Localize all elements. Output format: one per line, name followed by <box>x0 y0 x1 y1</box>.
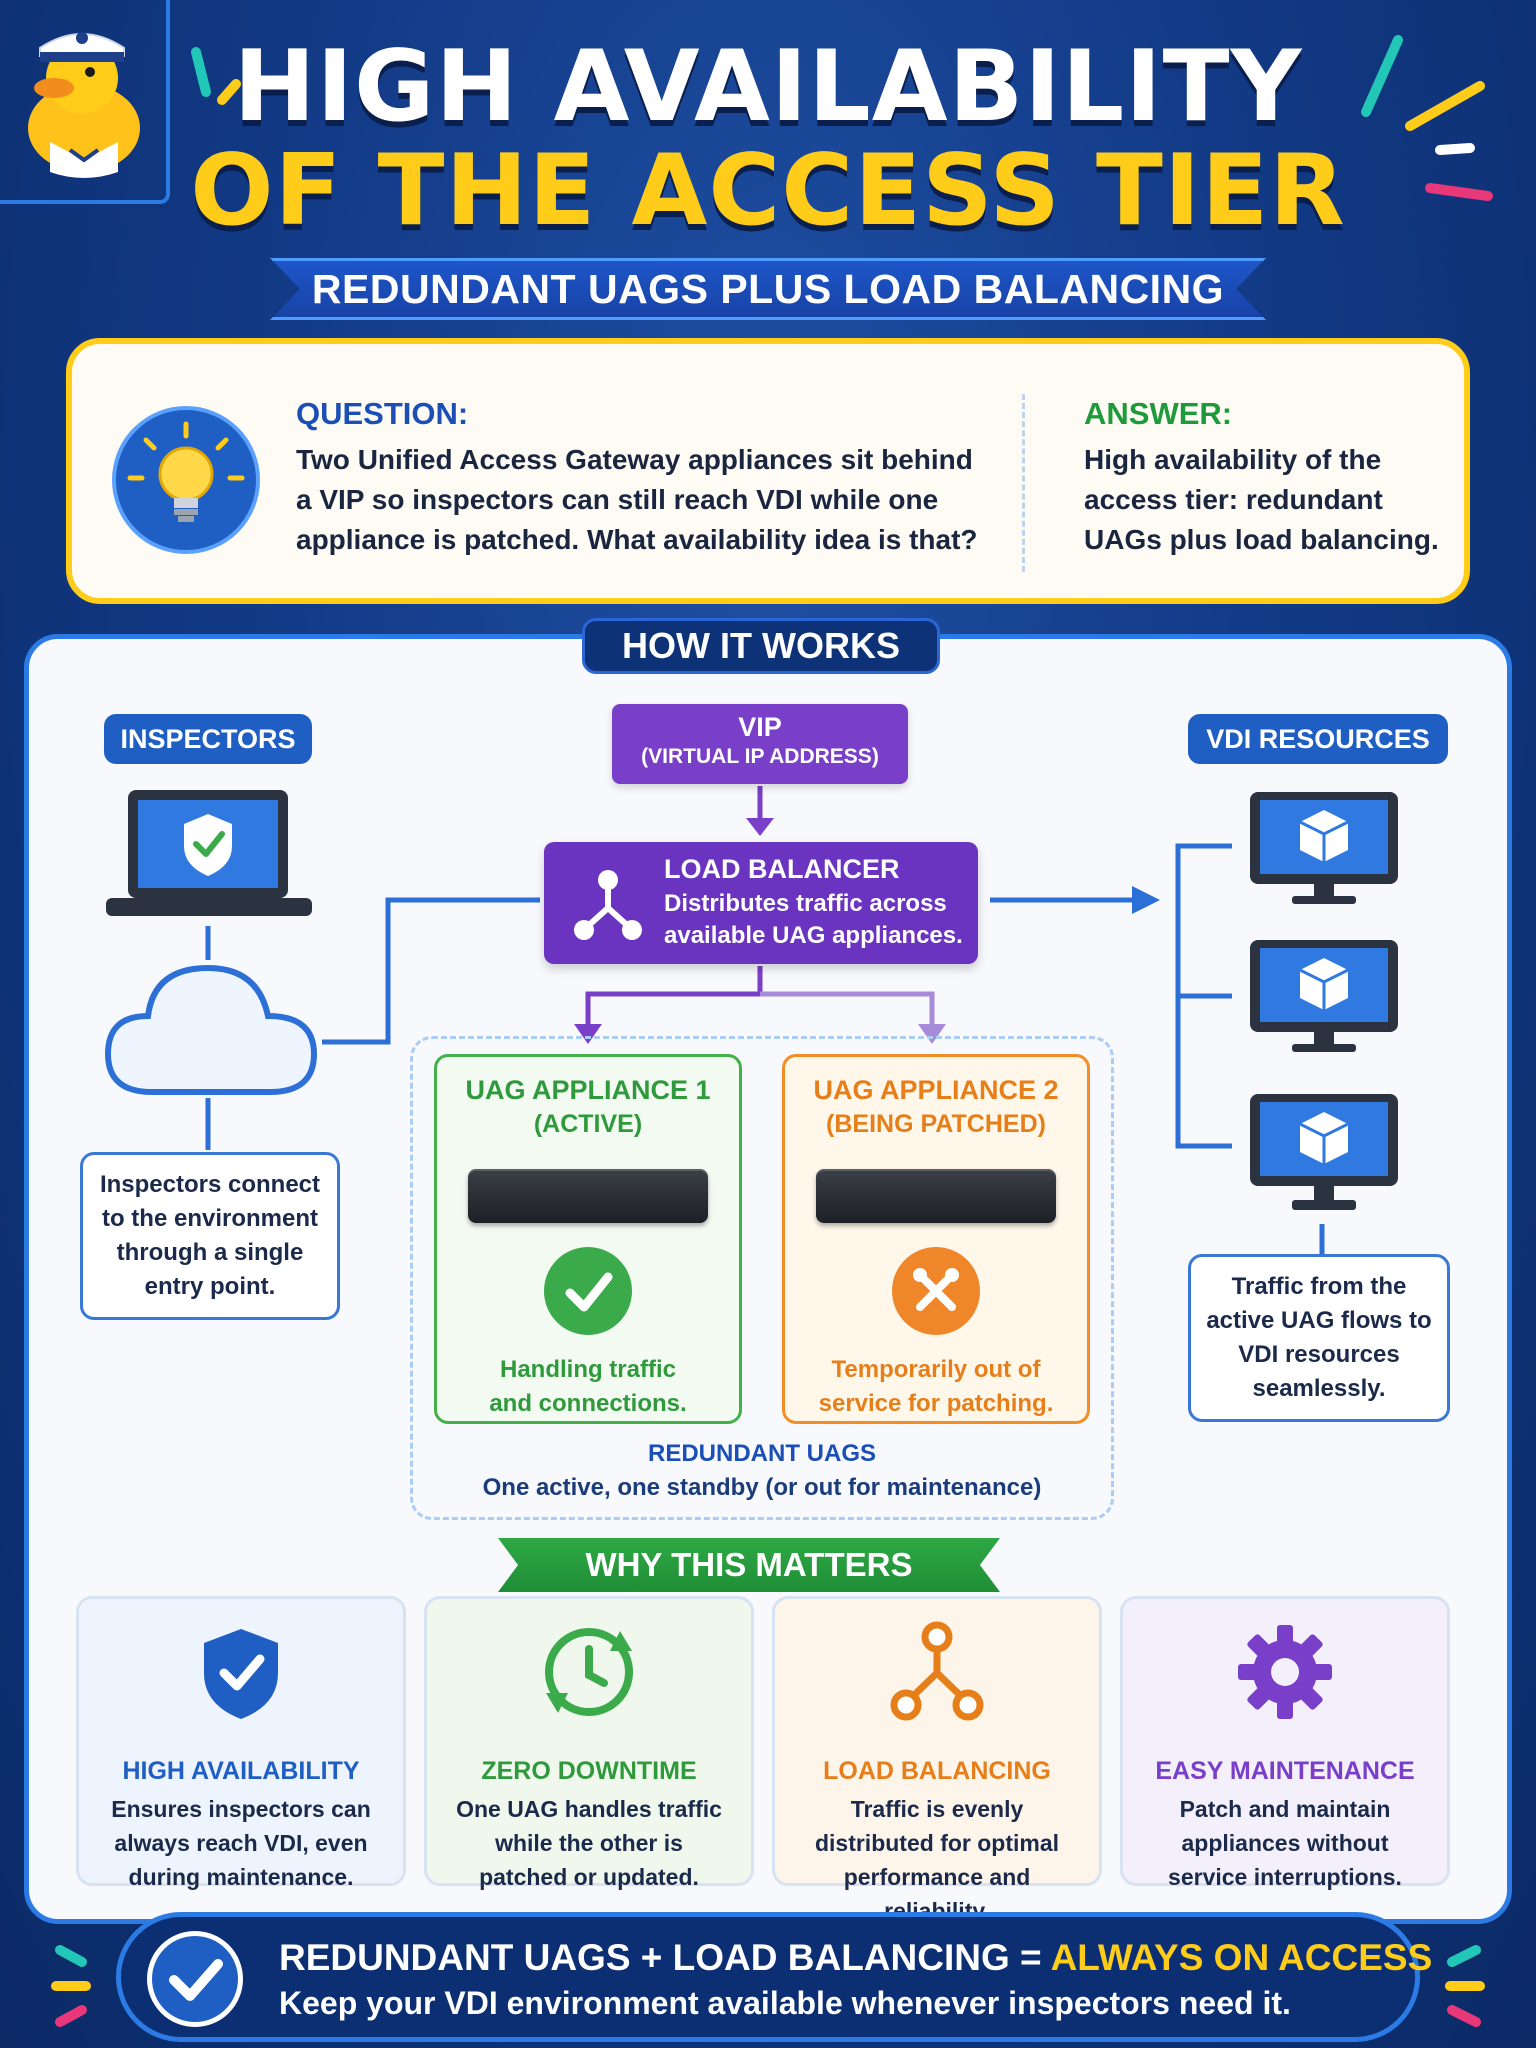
uag1-state: (ACTIVE) <box>533 1110 643 1138</box>
laptop-shield-icon <box>106 790 312 916</box>
redundant-uags-group <box>410 1036 1114 1520</box>
uag2-desc: Temporarily out of service for patching. <box>818 1356 1054 1417</box>
uag-appliance-1-card: UAG APPLIANCE 1 (ACTIVE) Handling traffi… <box>434 1054 742 1424</box>
benefit-card-high-availability: HIGH AVAILABILITY Ensures inspectors can… <box>76 1596 406 1890</box>
appliance-device-icon <box>468 1169 708 1223</box>
tools-wrench-icon <box>892 1247 980 1335</box>
benefit-title: LOAD BALANCING <box>823 1757 1051 1785</box>
qa-divider <box>1022 394 1025 572</box>
benefit-desc: Ensures inspectors can always reach VDI,… <box>111 1796 371 1890</box>
inspectors-label: INSPECTORS <box>104 714 312 764</box>
uag2-title: UAG APPLIANCE 2 <box>813 1075 1059 1105</box>
footer-banner: REDUNDANT UAGS + LOAD BALANCING = ALWAYS… <box>116 1912 1432 2042</box>
benefit-title: HIGH AVAILABILITY <box>122 1757 360 1785</box>
question-label: QUESTION: <box>296 396 469 431</box>
uag2-state: (BEING PATCHED) <box>826 1110 1046 1138</box>
answer-text: High availability of the access tier: re… <box>1084 444 1439 555</box>
benefit-title: EASY MAINTENANCE <box>1155 1757 1415 1785</box>
footer-headline: REDUNDANT UAGS + LOAD BALANCING = ALWAYS… <box>279 1937 1432 1979</box>
network-nodes-icon <box>574 870 642 940</box>
network-nodes-icon <box>890 1621 984 1721</box>
why-this-matters-banner: WHY THIS MATTERS <box>498 1538 1000 1592</box>
load-balancer-box: LOAD BALANCER Distributes traffic across… <box>544 842 978 964</box>
page-title-line2: OF THE ACCESS TIER <box>190 134 1346 248</box>
redundant-uags-subtitle: One active, one standby (or out for main… <box>482 1474 1042 1501</box>
vip-box: VIP (VIRTUAL IP ADDRESS) <box>612 704 908 784</box>
check-circle-icon <box>147 1931 243 2027</box>
check-circle-icon <box>544 1247 632 1335</box>
footer-headline-highlight: ALWAYS ON ACCESS <box>1050 1937 1433 1978</box>
load-balancer-desc: Distributes traffic across available UAG… <box>664 890 963 949</box>
uag-appliance-2-card: UAG APPLIANCE 2 (BEING PATCHED) Temporar… <box>782 1054 1090 1424</box>
shield-check-icon <box>204 1629 278 1719</box>
uag1-title: UAG APPLIANCE 1 <box>465 1075 711 1105</box>
benefit-desc: Traffic is evenly distributed for optima… <box>814 1796 1060 1924</box>
cloud-icon <box>104 964 318 1095</box>
vdi-monitor-icon <box>1250 940 1398 1052</box>
vdi-note: Traffic from the active UAG flows to VDI… <box>1188 1254 1450 1422</box>
question-text: Two Unified Access Gateway appliances si… <box>296 444 978 555</box>
vdi-monitor-icon <box>1250 792 1398 904</box>
inspectors-note: Inspectors connect to the environment th… <box>80 1152 340 1320</box>
lightbulb-icon <box>112 406 260 554</box>
sailor-duck-icon <box>28 32 140 178</box>
benefit-card-zero-downtime: ZERO DOWNTIME One UAG handles traffic wh… <box>424 1596 754 1890</box>
subtitle-ribbon: REDUNDANT UAGS PLUS LOAD BALANCING <box>270 258 1266 320</box>
clock-refresh-icon <box>545 1628 633 1716</box>
answer-label: ANSWER: <box>1084 396 1233 431</box>
redundant-uags-title: REDUNDANT UAGS <box>648 1440 876 1467</box>
footer-headline-prefix: REDUNDANT UAGS + LOAD BALANCING = <box>279 1937 1042 1978</box>
how-it-works-tab: HOW IT WORKS <box>582 618 940 674</box>
page-title-line1: HIGH AVAILABILITY <box>233 30 1303 144</box>
vip-subtitle: (VIRTUAL IP ADDRESS) <box>641 745 879 768</box>
benefit-desc: Patch and maintain appliances without se… <box>1168 1796 1402 1890</box>
gear-icon <box>1238 1625 1332 1719</box>
vdi-resources-label: VDI RESOURCES <box>1188 714 1448 764</box>
footer-tagline: Keep your VDI environment available when… <box>279 1985 1291 2021</box>
vdi-monitor-icon <box>1250 1094 1398 1210</box>
benefit-card-load-balancing: LOAD BALANCING Traffic is evenly distrib… <box>772 1596 1102 1924</box>
question-answer-card: QUESTION: Two Unified Access Gateway app… <box>66 338 1470 604</box>
appliance-device-icon <box>816 1169 1056 1223</box>
benefit-card-easy-maintenance: EASY MAINTENANCE Patch and maintain appl… <box>1120 1596 1450 1890</box>
benefit-title: ZERO DOWNTIME <box>481 1757 697 1785</box>
vip-title: VIP <box>738 712 782 742</box>
benefit-desc: One UAG handles traffic while the other … <box>456 1796 722 1890</box>
uag1-desc: Handling traffic and connections. <box>489 1356 687 1417</box>
load-balancer-title: LOAD BALANCER <box>664 854 900 884</box>
duck-logo <box>0 0 170 204</box>
